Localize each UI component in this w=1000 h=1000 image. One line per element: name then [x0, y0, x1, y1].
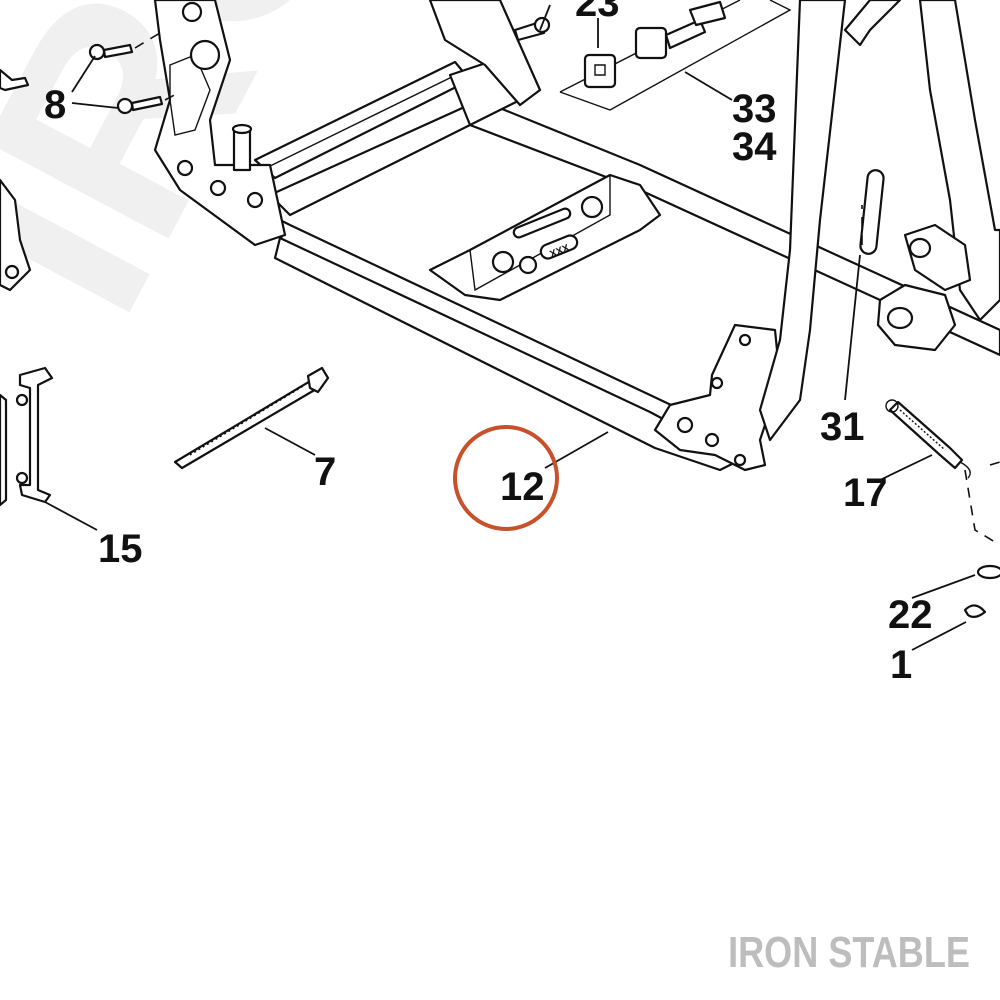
frame-part-12: XXX: [153, 0, 1000, 472]
callout-1: 1: [890, 643, 912, 687]
highlight-ring: [453, 425, 559, 531]
left-edge-parts: [0, 68, 32, 292]
assembly-guide-line: [989, 461, 1000, 466]
callout-22: 22: [888, 593, 933, 637]
callouts: 8 23 33 34 31 7 12 15 17 22 1: [44, 0, 933, 687]
washer-part-22: [976, 564, 1000, 580]
leader-lines: [44, 4, 976, 651]
brand-logo-text: IRON STABLE: [728, 928, 970, 977]
screw-part-8: [88, 29, 181, 115]
callout-17: 17: [843, 471, 888, 515]
callout-23: 23: [575, 0, 620, 25]
assembly-guide-line: [964, 469, 1000, 546]
bracket-set-parts-23-33-34: [513, 0, 792, 111]
spring-part-17: [885, 399, 971, 479]
callout-31: 31: [820, 405, 865, 449]
callout-15: 15: [98, 527, 143, 571]
bracket-part-15: [0, 366, 54, 507]
callout-33: 33: [732, 87, 777, 131]
label-plate-part-31: [859, 169, 885, 255]
cable-tie-part-7: [173, 366, 330, 470]
callout-8: 8: [44, 83, 66, 127]
callout-34: 34: [732, 125, 777, 169]
callout-7: 7: [314, 450, 336, 494]
clip-part-1: [963, 604, 987, 619]
callout-12: 12: [500, 465, 545, 509]
